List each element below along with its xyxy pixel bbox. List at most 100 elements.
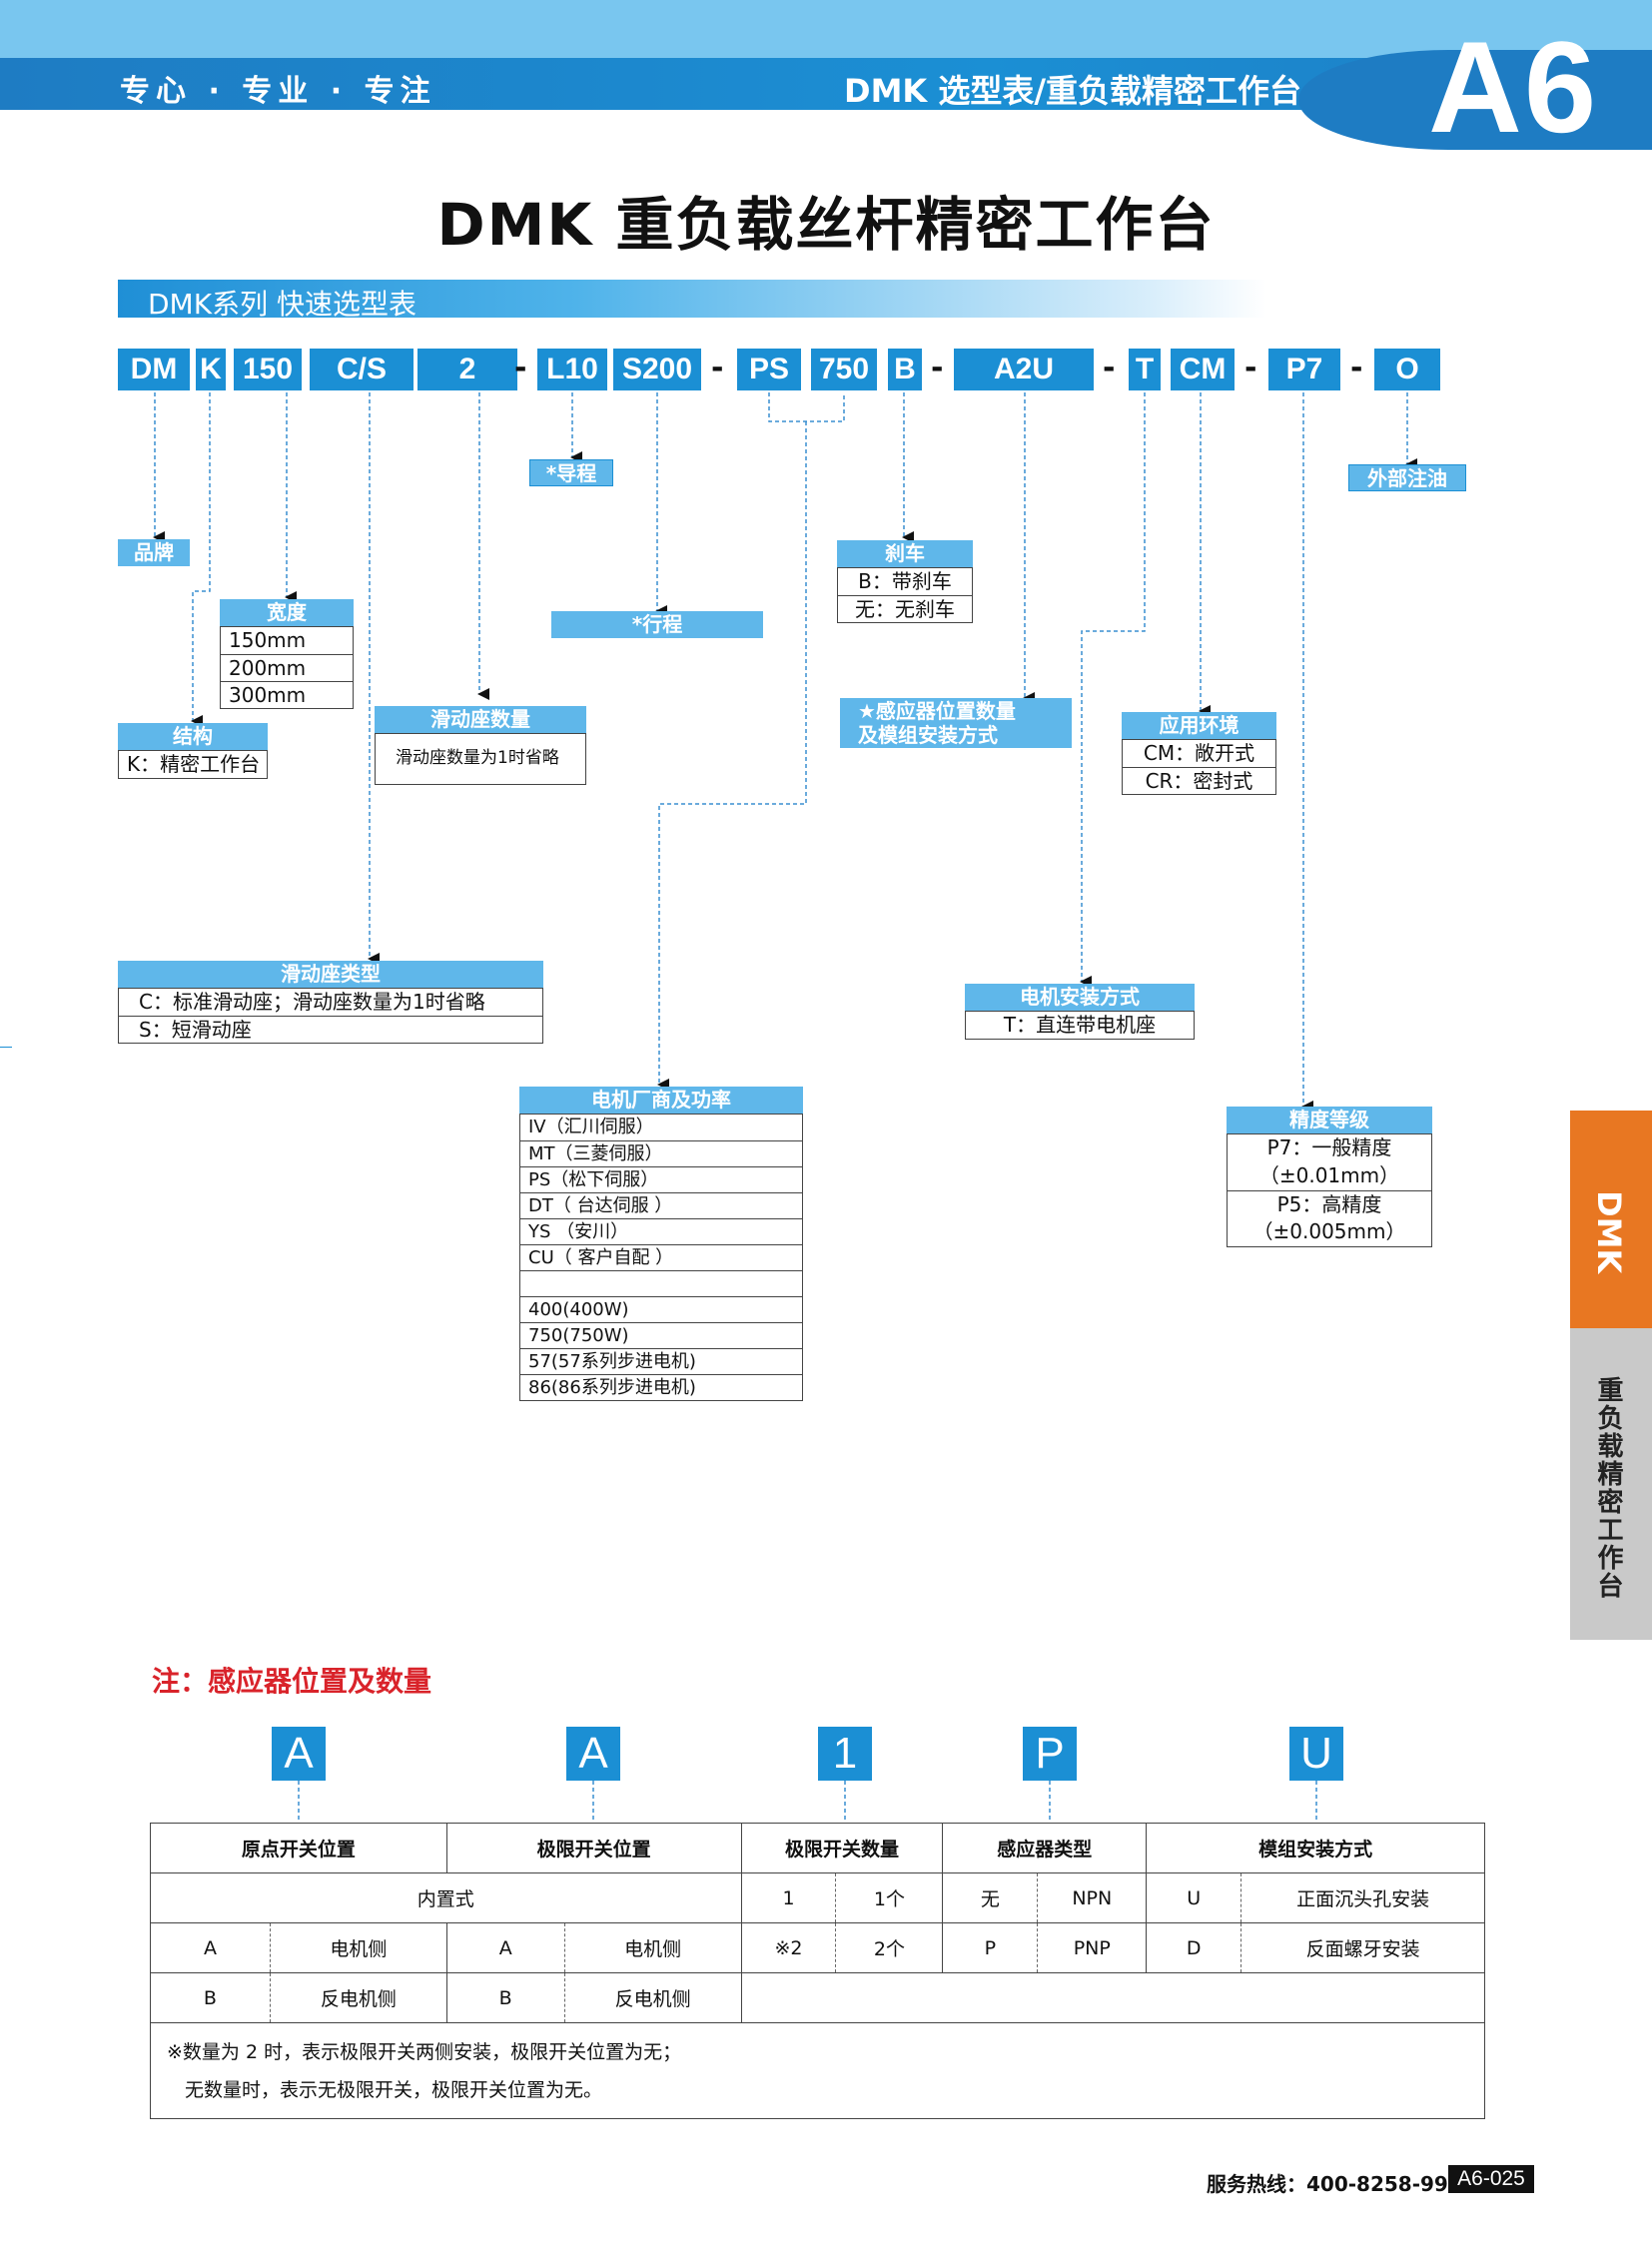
page-number: A6-025: [1448, 2165, 1534, 2193]
cell-footnote: ※数量为 2 时，表示极限开关两侧安装，极限开关位置为无； 无数量时，表示无极限…: [150, 2022, 1485, 2119]
label-environment-title: 应用环境: [1122, 712, 1276, 739]
slide-count-row: 滑动座数量为1时省略: [396, 748, 559, 768]
motor-row: 750(750W): [520, 1322, 802, 1348]
environment-row: CR：密封式: [1123, 767, 1275, 794]
precision-row: P5：高精度: [1228, 1190, 1431, 1218]
slide-type-row: C：标准滑动座；滑动座数量为1时省略: [139, 990, 485, 1014]
cell-home-text: 电机侧: [269, 1922, 447, 1973]
label-structure-box: K：精密工作台: [118, 750, 268, 779]
code-environment: CM: [1171, 349, 1235, 390]
cell-limit-text: 反电机侧: [563, 1972, 742, 2023]
label-slide-count-box: 滑动座数量为1时省略: [375, 733, 586, 785]
code-brake: B: [888, 349, 922, 390]
label-environment-box: CM：敞开式 CR：密封式: [1122, 739, 1276, 795]
cell-count-code: ※2: [740, 1922, 837, 1973]
environment-row: CM：敞开式: [1143, 741, 1255, 765]
table-footnote-row: ※数量为 2 时，表示极限开关两侧安装，极限开关位置为无； 无数量时，表示无极限…: [150, 2022, 1485, 2119]
footnote-2: 无数量时，表示无极限开关，极限开关位置为无。: [185, 2078, 603, 2101]
section-bar: DMK系列 快速选型表: [118, 280, 1266, 321]
motor-row: IV（汇川伺服）: [528, 1117, 654, 1137]
cell-mount-text: 正面沉头孔安装: [1240, 1872, 1485, 1923]
precision-row: P7：一般精度: [1266, 1135, 1392, 1159]
hotline: 服务热线：400-8258-995: [1207, 2172, 1462, 2196]
label-width-box: 150mm 200mm 300mm: [220, 626, 354, 709]
motor-row: 400(400W): [520, 1296, 802, 1322]
label-slide-count-title: 滑动座数量: [375, 706, 586, 733]
code-dm: DM: [118, 349, 190, 390]
header-home: 原点开关位置: [150, 1823, 447, 1873]
precision-row: （±0.01mm）: [1258, 1163, 1400, 1187]
note-code: A: [566, 1727, 620, 1781]
label-motor-mount-title: 电机安装方式: [965, 984, 1195, 1011]
code-lead: L10: [537, 349, 607, 390]
cell-home-code: A: [150, 1922, 271, 1973]
code-motor-brand: PS: [737, 349, 801, 390]
note-title: 注：感应器位置及数量: [152, 1665, 432, 1698]
label-brand: 品牌: [118, 539, 190, 566]
label-motor-mount-box: T：直连带电机座: [965, 1011, 1195, 1040]
width-row: 200mm: [221, 654, 353, 681]
motor-row: CU（ 客户自配 ）: [520, 1244, 802, 1270]
header-sensor: 感应器类型: [942, 1823, 1148, 1873]
cell-mount-text: 反面螺牙安装: [1240, 1922, 1485, 1973]
sensor-table: 原点开关位置 极限开关位置 极限开关数量 感应器类型 模组安装方式 内置式 1 …: [150, 1823, 1486, 2119]
code-cs: C/S: [310, 349, 413, 390]
sensor-line-1: ★感应器位置数量: [858, 699, 1016, 723]
cell-mount-code: D: [1146, 1922, 1242, 1973]
cell-limit-text: 电机侧: [563, 1922, 742, 1973]
cell-sensor-text: PNP: [1037, 1922, 1148, 1973]
table-header-row: 原点开关位置 极限开关位置 极限开关数量 感应器类型 模组安装方式: [150, 1823, 1485, 1873]
label-width-title: 宽度: [220, 599, 354, 626]
code-motor-power: 750: [811, 349, 877, 390]
motor-row: YS （安川）: [520, 1218, 802, 1244]
section-code: A6: [1428, 14, 1599, 160]
table-row: 内置式 1 1个 无 NPN U 正面沉头孔安装: [150, 1872, 1485, 1923]
cell-home-code: B: [150, 1972, 271, 2023]
footnote-1: ※数量为 2 时，表示极限开关两侧安装，极限开关位置为无；: [167, 2040, 682, 2063]
slide-type-row: S：短滑动座: [119, 1016, 542, 1043]
motor-mount-row: T：直连带电机座: [1003, 1013, 1157, 1037]
label-oil: 外部注油: [1348, 464, 1466, 491]
motor-row: MT（三菱伺服）: [520, 1140, 802, 1166]
label-motor-box: IV（汇川伺服） MT（三菱伺服） PS（松下伺服） DT（ 台达伺服 ） YS…: [519, 1114, 803, 1401]
label-lead: *导程: [529, 459, 613, 486]
side-tab-category[interactable]: 重负载精密工作台: [1570, 1328, 1652, 1640]
cell-limit-code: B: [445, 1972, 565, 2023]
sensor-line-2: 及模组安装方式: [858, 723, 998, 747]
code-k: K: [196, 349, 226, 390]
brake-row: 无：无刹车: [838, 595, 972, 622]
code-oil: O: [1374, 349, 1440, 390]
note-code: 1: [818, 1727, 872, 1781]
code-sensor: A2U: [954, 349, 1094, 390]
side-tab-category-label: 重负载精密工作台: [1593, 1376, 1623, 1600]
header-wave: [1298, 50, 1652, 150]
cell-builtin: 内置式: [150, 1872, 742, 1923]
dash: -: [514, 351, 527, 385]
note-code: A: [272, 1727, 326, 1781]
left-edge-mark: [0, 1047, 12, 1048]
motor-row: 86(86系列步进电机): [520, 1374, 802, 1400]
brake-row: B：带刹车: [858, 569, 952, 593]
label-motor-title: 电机厂商及功率: [519, 1087, 803, 1114]
dash: -: [1103, 351, 1116, 385]
cell-count-text: 1个: [835, 1872, 944, 1923]
dash: -: [1244, 351, 1257, 385]
note-code: P: [1023, 1727, 1077, 1781]
motor-row: [520, 1270, 802, 1296]
cell-sensor-text: NPN: [1037, 1872, 1148, 1923]
structure-row: K：精密工作台: [127, 752, 261, 776]
cell-limit-code: A: [445, 1922, 565, 1973]
cell-empty: [740, 1972, 1486, 2023]
dash: -: [711, 351, 724, 385]
side-tab-dmk[interactable]: DMK: [1570, 1111, 1652, 1360]
header-mount: 模组安装方式: [1146, 1823, 1485, 1873]
dash: -: [931, 351, 944, 385]
dash: -: [1350, 351, 1363, 385]
side-tab-dmk-label: DMK: [1590, 1190, 1628, 1274]
cell-mount-code: U: [1146, 1872, 1242, 1923]
width-row: 300mm: [221, 681, 353, 708]
code-stroke: S200: [613, 349, 701, 390]
label-sensor: ★感应器位置数量 及模组安装方式: [840, 698, 1072, 748]
note-code: U: [1289, 1727, 1343, 1781]
